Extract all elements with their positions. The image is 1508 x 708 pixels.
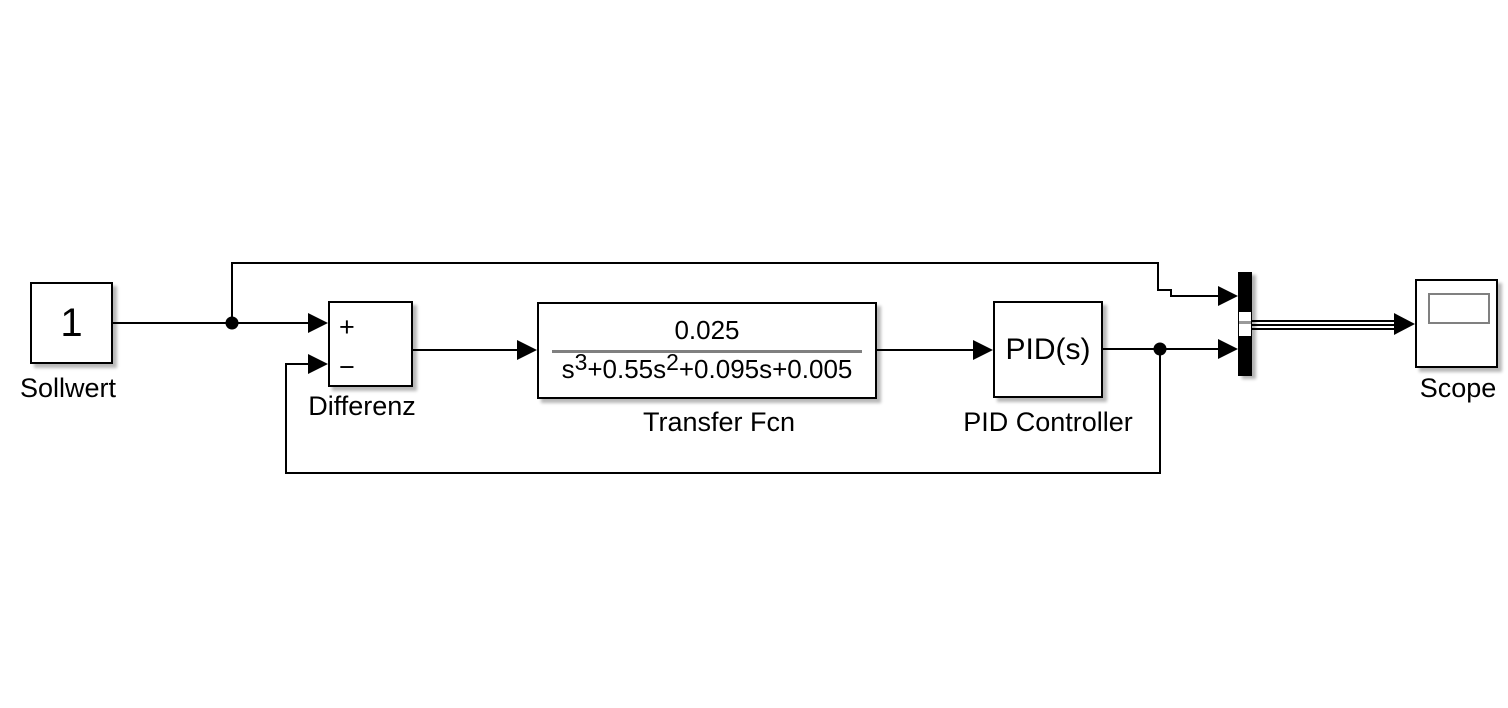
den-tail: +0.095s+0.005: [678, 354, 853, 384]
constant-value: 1: [60, 300, 83, 345]
den-base1: s: [561, 354, 575, 384]
arrowhead-sum-minus-input: [308, 354, 328, 374]
scope-block[interactable]: [1415, 279, 1498, 368]
mux-output-port-notch: [1239, 312, 1251, 336]
transfer-fcn-denominator: s3+0.55s2+0.095s+0.005: [561, 349, 853, 385]
den-mid: +0.55s: [587, 354, 667, 384]
den-exponent1: 3: [574, 349, 588, 376]
mux-block[interactable]: [1238, 272, 1252, 376]
scope-block-label[interactable]: Scope: [1419, 373, 1497, 403]
sum-plus-sign: +: [339, 312, 355, 342]
pid-controller-block-label[interactable]: PID Controller: [963, 407, 1133, 437]
transfer-fcn-numerator: 0.025: [674, 315, 740, 346]
transfer-fcn-equation: 0.025 s3+0.55s2+0.095s+0.005: [539, 304, 875, 397]
scope-screen-icon: [1428, 293, 1490, 324]
sum-block[interactable]: + −: [328, 301, 413, 387]
arrowhead-mux-top-input: [1218, 286, 1238, 306]
mux-notch-line: [1239, 321, 1251, 324]
arrowhead-transferfcn-input: [517, 340, 537, 360]
sum-minus-sign: −: [339, 352, 355, 382]
arrowhead-sum-plus-input: [308, 313, 328, 333]
transfer-fcn-block-label[interactable]: Transfer Fcn: [642, 407, 796, 437]
wire-feedback-to-sum[interactable]: [285, 349, 1161, 474]
arrowhead-mux-bottom-input: [1218, 339, 1238, 359]
fraction-divider-line: [552, 350, 862, 353]
constant-block-label[interactable]: Sollwert: [19, 373, 117, 403]
arrowhead-pid-input: [973, 340, 993, 360]
constant-block[interactable]: 1: [30, 282, 113, 364]
wire-setpoint-to-mux[interactable]: [231, 262, 1220, 323]
arrowhead-scope-input: [1394, 313, 1415, 335]
transfer-fcn-block[interactable]: 0.025 s3+0.55s2+0.095s+0.005: [537, 302, 877, 399]
sum-block-label[interactable]: Differenz: [308, 391, 416, 421]
pid-block-text: PID(s): [1005, 332, 1091, 366]
den-exponent2: 2: [666, 349, 679, 376]
pid-controller-block[interactable]: PID(s): [993, 301, 1103, 398]
